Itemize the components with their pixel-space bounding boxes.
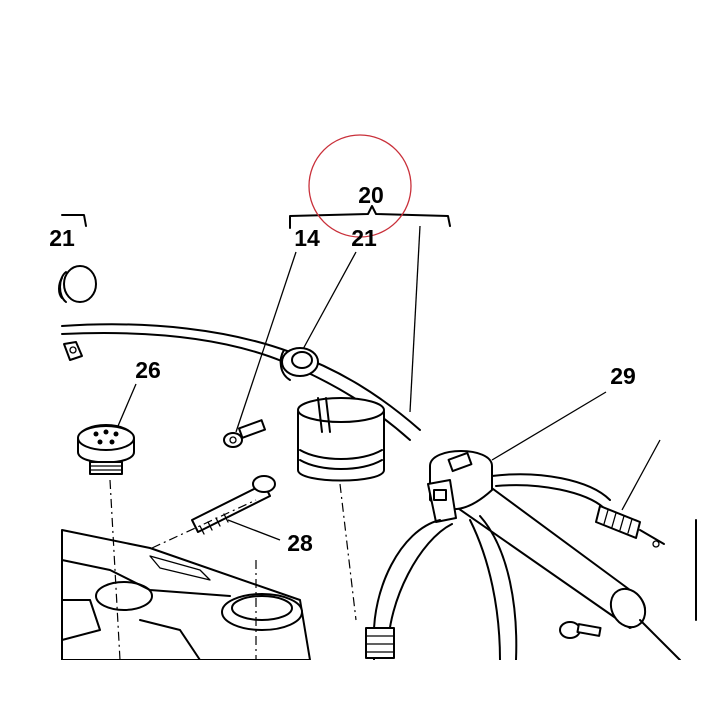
label-29: 29 <box>610 363 636 389</box>
screw-14 <box>223 419 266 448</box>
top-yoke <box>61 529 311 661</box>
grommet-21 <box>279 347 319 381</box>
leader-lines <box>111 225 661 541</box>
right-edge-parts <box>639 519 697 661</box>
wire-harness <box>372 473 611 661</box>
small-bolt-right <box>559 621 602 639</box>
split-clamp <box>297 397 385 482</box>
bottom-margin <box>0 660 720 720</box>
label-21: 21 <box>351 225 377 251</box>
grommet-21-left <box>58 265 97 303</box>
small-bolt-left <box>63 341 83 361</box>
bracket-21-left <box>61 214 87 227</box>
cable-adjuster <box>595 505 665 548</box>
label-14: 14 <box>294 225 320 251</box>
label-20: 20 <box>358 182 384 208</box>
centerlines <box>109 479 357 661</box>
handlebar <box>451 471 647 629</box>
cap-26 <box>77 424 135 475</box>
label-28: 28 <box>287 530 313 556</box>
bolt-28 <box>191 475 276 535</box>
left-margin <box>0 0 50 720</box>
label-26: 26 <box>135 357 161 383</box>
switch-29 <box>427 450 493 523</box>
label-21-left: 21 <box>49 225 75 251</box>
connector <box>365 627 395 659</box>
bracket-20 <box>289 205 451 229</box>
highlight-circle <box>308 134 412 238</box>
